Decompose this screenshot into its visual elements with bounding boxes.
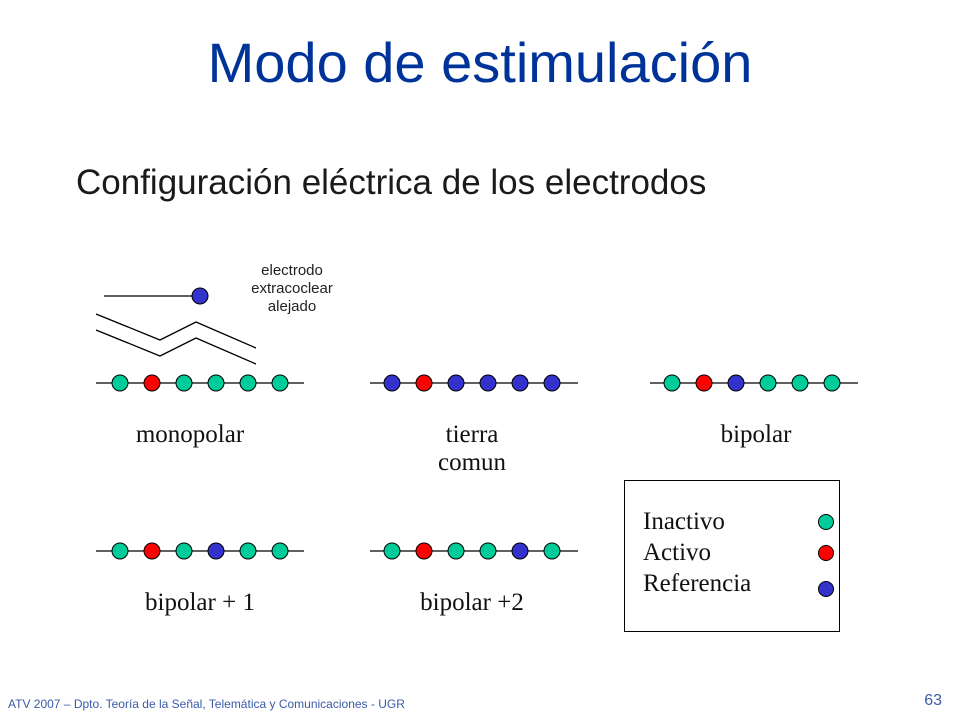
legend-box: Inactivo Activo Referencia: [624, 480, 840, 632]
electrode-tierra-comun-3-reference: [447, 374, 465, 392]
electrode-bipolar-plus-1-2-active: [143, 542, 161, 560]
caption-bipolar-plus-1: bipolar + 1: [100, 589, 300, 617]
cochlea-outline-lower: [95, 329, 257, 365]
caption-bipolar-plus-2-line-1: bipolar +2: [420, 589, 524, 616]
caption-bipolar-line-1: bipolar: [720, 421, 792, 448]
legend-label-reference: Referencia: [643, 570, 752, 597]
electrode-label-line-2: extracoclear: [251, 280, 333, 297]
caption-bipolar-plus-2: bipolar +2: [372, 589, 572, 617]
electrode-tierra-comun-2-active: [415, 374, 433, 392]
extracochlear-electrode-label: electrodo extracoclear alejado: [222, 262, 362, 316]
footer-text: ATV 2007 – Dpto. Teoría de la Señal, Tel…: [8, 697, 405, 711]
electrode-monopolar-1-inactive: [111, 374, 129, 392]
legend-item-inactive: Inactivo: [643, 507, 834, 537]
electrode-bipolar-plus-1-3-inactive: [175, 542, 193, 560]
slide-subtitle: Configuración eléctrica de los electrodo…: [76, 163, 707, 202]
legend-dot-active: [818, 545, 834, 561]
page-number: 63: [924, 692, 942, 709]
electrode-bipolar-4-inactive: [759, 374, 777, 392]
electrode-bipolar-plus-2-4-inactive: [479, 542, 497, 560]
slide-title: Modo de estimulación: [207, 31, 753, 94]
legend-item-active: Activo: [643, 538, 834, 568]
electrode-bipolar-plus-1-1-inactive: [111, 542, 129, 560]
electrode-bipolar-plus-1-4-reference: [207, 542, 225, 560]
electrode-monopolar-5-inactive: [239, 374, 257, 392]
electrode-bipolar-5-inactive: [791, 374, 809, 392]
electrode-array-monopolar: [96, 374, 304, 392]
caption-tierra-comun-line-1: tierra: [445, 421, 499, 448]
electrode-tierra-comun-5-reference: [511, 374, 529, 392]
electrode-bipolar-plus-2-1-inactive: [383, 542, 401, 560]
caption-tierra-comun-line-2: comun: [437, 449, 507, 476]
extracochlear-electrode: [95, 287, 257, 365]
electrode-bipolar-plus-1-5-inactive: [239, 542, 257, 560]
electrode-monopolar-2-active: [143, 374, 161, 392]
caption-bipolar-plus-1-line-1: bipolar + 1: [145, 589, 255, 616]
cochlea-outline-upper: [95, 313, 257, 349]
electrode-tierra-comun-6-reference: [543, 374, 561, 392]
electrode-bipolar-2-active: [695, 374, 713, 392]
electrode-bipolar-plus-1-6-inactive: [271, 542, 289, 560]
electrode-bipolar-plus-2-6-inactive: [543, 542, 561, 560]
electrode-bipolar-plus-2-5-reference: [511, 542, 529, 560]
electrode-tierra-comun-4-reference: [479, 374, 497, 392]
caption-monopolar: monopolar: [90, 421, 290, 449]
extracochlear-electrode-dot: [191, 287, 209, 305]
caption-tierra-comun: tierra comun: [372, 421, 572, 477]
caption-bipolar: bipolar: [656, 421, 856, 449]
legend-dot-reference: [818, 581, 834, 597]
electrode-bipolar-3-reference: [727, 374, 745, 392]
electrode-label-line-3: alejado: [267, 298, 317, 315]
electrode-tierra-comun-1-reference: [383, 374, 401, 392]
electrode-bipolar-plus-2-2-active: [415, 542, 433, 560]
legend-item-reference: Referencia: [643, 569, 834, 599]
caption-monopolar-line-1: monopolar: [135, 421, 245, 448]
electrode-arrays: [96, 374, 858, 560]
electrode-label-line-1: electrodo: [261, 262, 323, 279]
electrode-bipolar-1-inactive: [663, 374, 681, 392]
electrode-array-bipolar-plus-1: [96, 542, 304, 560]
electrode-array-tierra-comun: [370, 374, 578, 392]
electrode-bipolar-plus-2-3-inactive: [447, 542, 465, 560]
electrode-monopolar-6-inactive: [271, 374, 289, 392]
legend-label-active: Activo: [643, 539, 712, 566]
electrode-bipolar-6-inactive: [823, 374, 841, 392]
legend-dot-inactive: [818, 514, 834, 530]
electrode-monopolar-3-inactive: [175, 374, 193, 392]
electrode-monopolar-4-inactive: [207, 374, 225, 392]
electrode-array-bipolar: [650, 374, 858, 392]
legend-label-inactive: Inactivo: [643, 508, 725, 535]
electrode-array-bipolar-plus-2: [370, 542, 578, 560]
